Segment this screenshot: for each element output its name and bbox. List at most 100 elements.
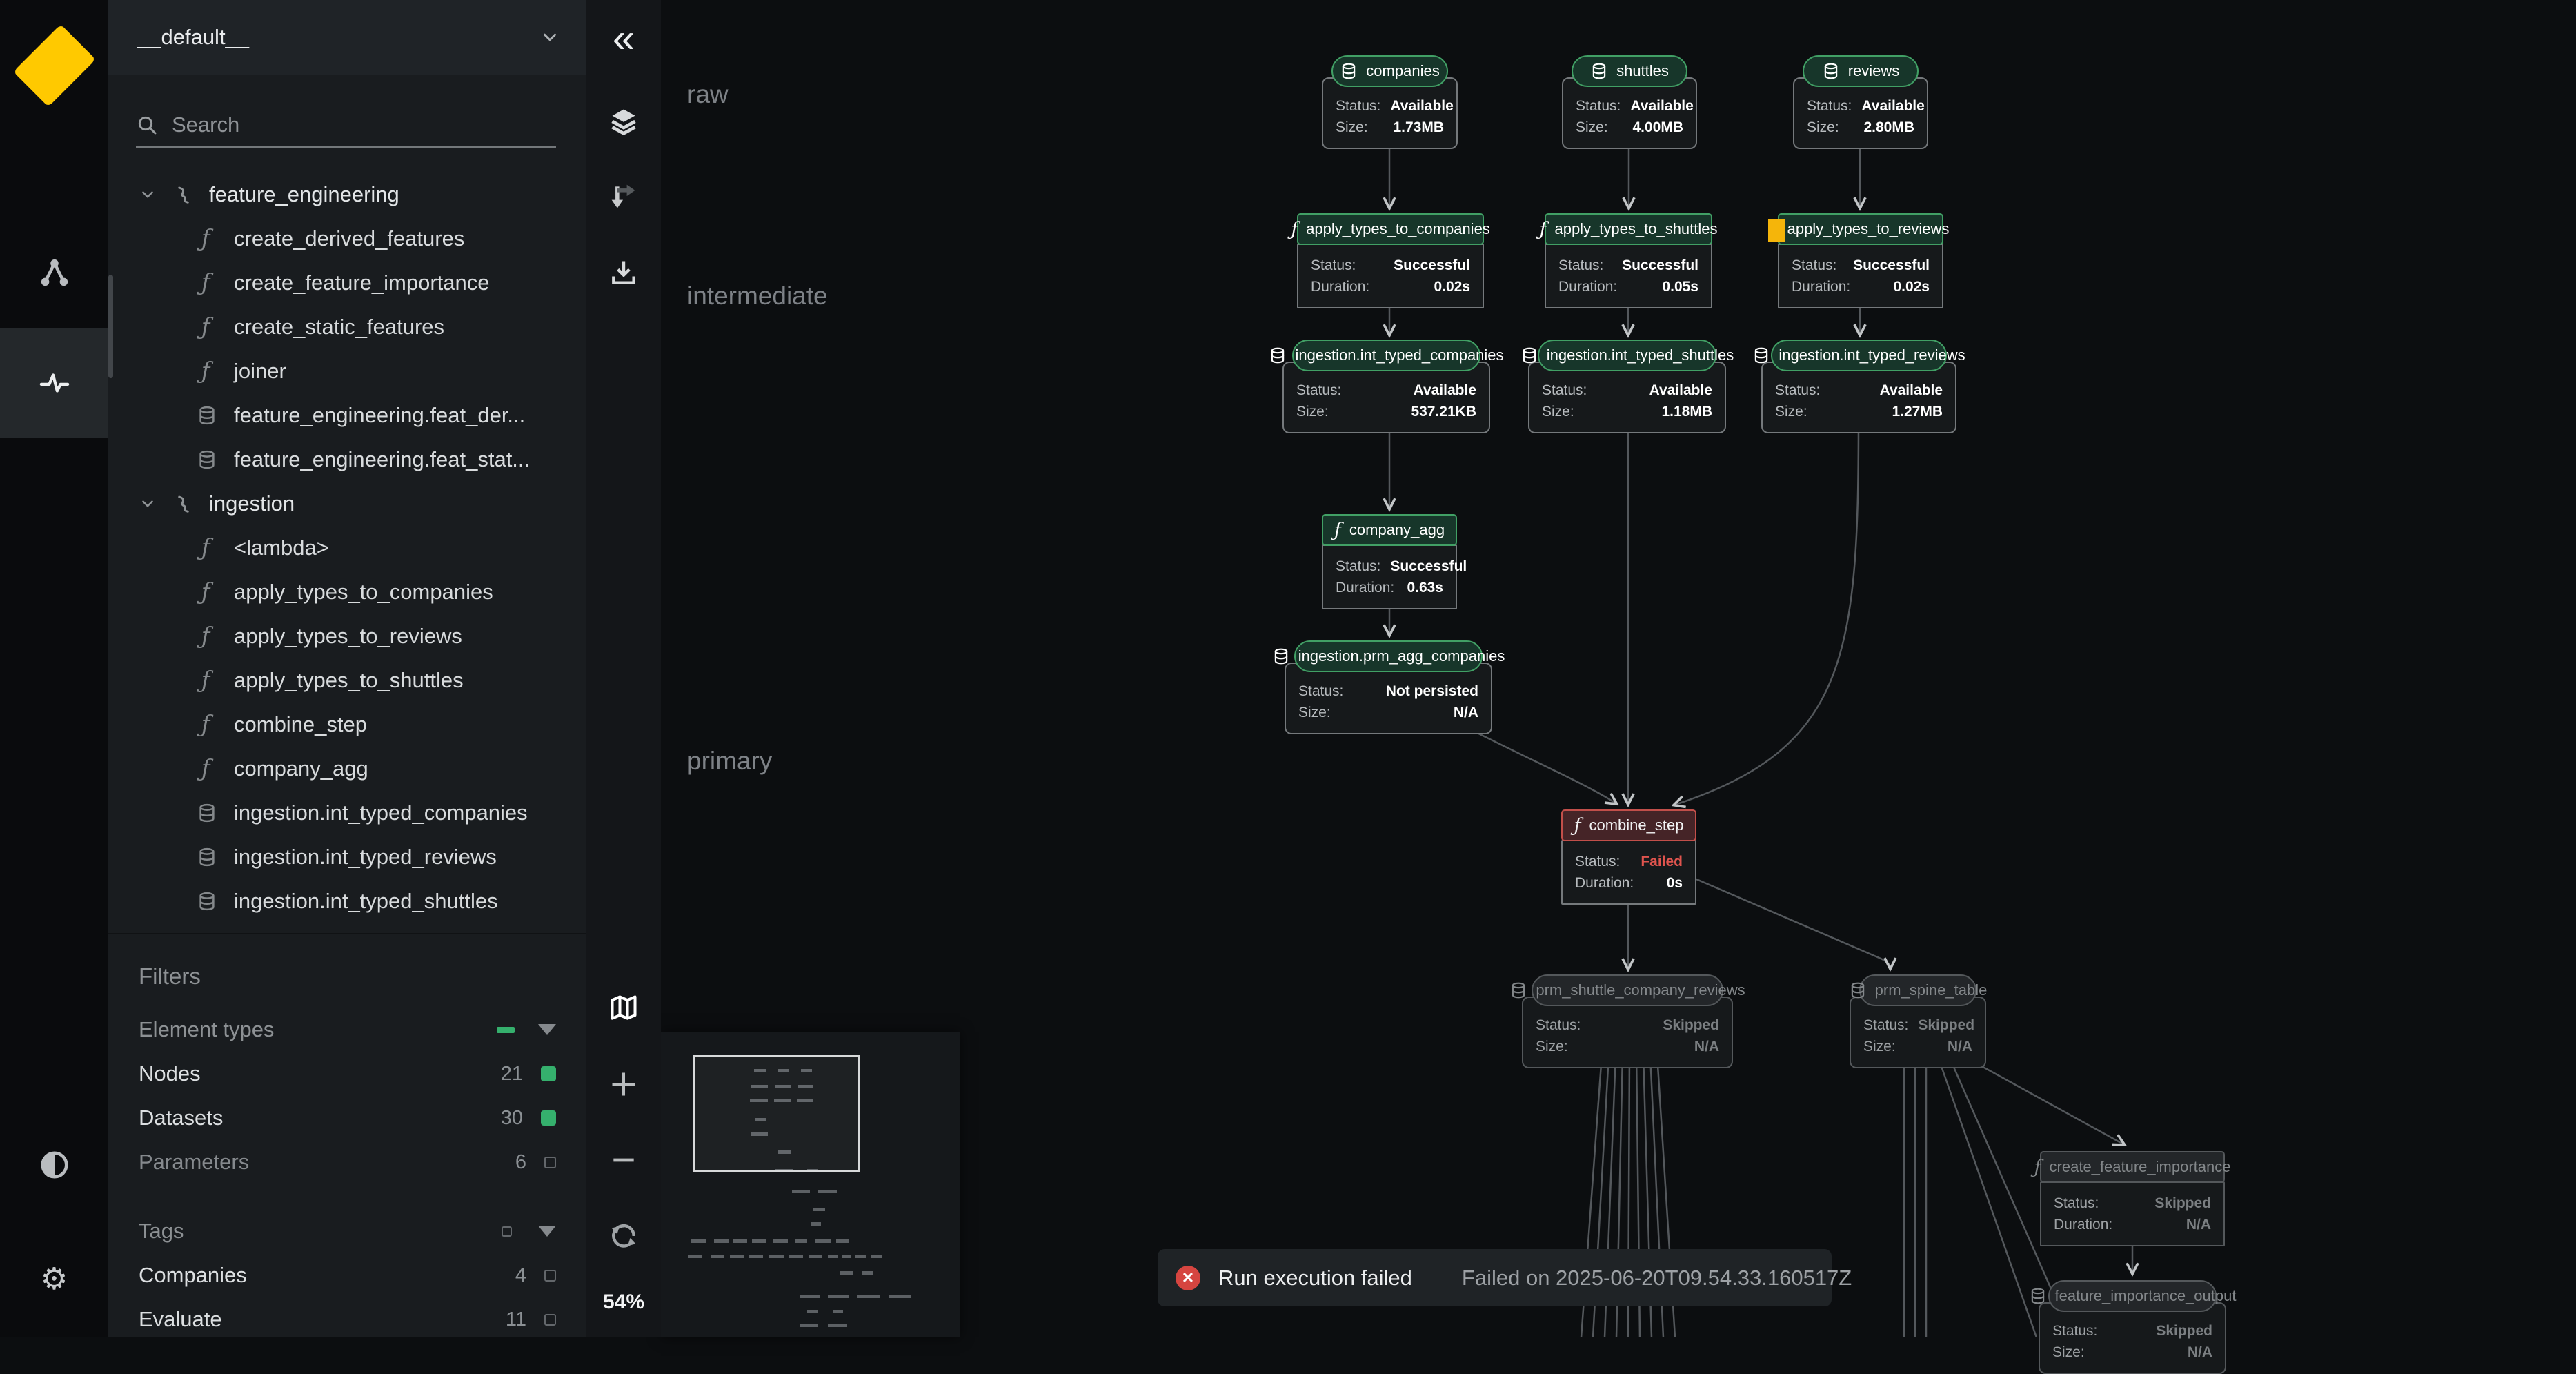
dataset-node-header: ingestion.int_typed_shuttles [1538, 340, 1734, 371]
reset-zoom-button[interactable] [586, 1198, 661, 1274]
unchecked-checkbox-icon[interactable] [544, 1156, 556, 1168]
checked-checkbox-icon[interactable] [541, 1110, 556, 1126]
chevron-down-icon [139, 186, 157, 204]
tree-item[interactable]: feature_engineering.feat_stat... [108, 438, 586, 482]
search-input[interactable]: Search [136, 104, 556, 148]
sidebar: __default__ Search feature_engineering ƒ… [108, 0, 586, 1337]
node-body: Status:Skipped Duration:N/A [2040, 1181, 2225, 1246]
node-body: Status:Successful Duration:0.02s [1778, 244, 1943, 308]
filter-row-nodes[interactable]: Nodes 21 [108, 1052, 586, 1096]
zoom-out-button[interactable] [586, 1122, 661, 1198]
error-toast[interactable]: ✕ Run execution failed Failed on 2025-06… [1158, 1249, 1852, 1306]
export-download-button[interactable] [586, 235, 661, 311]
node-prm-spine-table-skipped[interactable]: prm_spine_table Status:Skipped Size:N/A [1850, 974, 1987, 1068]
filter-row-datasets[interactable]: Datasets 30 [108, 1096, 586, 1140]
minimap-viewport[interactable] [693, 1055, 860, 1172]
tree-item[interactable]: ingestion.int_typed_shuttles [108, 879, 586, 923]
node-reviews[interactable]: reviews Status:Available Size:2.80MB [1793, 55, 1928, 149]
pipeline-selector[interactable]: __default__ [108, 0, 586, 75]
collapse-triangle-icon[interactable] [538, 1226, 556, 1237]
flowchart-nav-button[interactable] [0, 217, 108, 328]
unchecked-checkbox-icon[interactable] [502, 1226, 512, 1237]
filter-count: 6 [515, 1150, 526, 1173]
layers-icon [608, 106, 639, 136]
checked-checkbox-icon[interactable] [541, 1066, 556, 1081]
tree-item[interactable]: ƒ<lambda> [108, 526, 586, 570]
filters-title: Filters [139, 963, 201, 989]
filter-count: 4 [515, 1264, 526, 1286]
tree-item[interactable]: ingestion.int_typed_reviews [108, 835, 586, 879]
minimap[interactable] [661, 1032, 960, 1337]
tree-item[interactable]: feature_engineering.feat_der... [108, 393, 586, 438]
database-icon [197, 891, 217, 912]
node-int-typed-reviews[interactable]: ingestion.int_typed_reviews Status:Avail… [1761, 340, 1965, 433]
node-body: Status:Failed Duration:0s [1561, 840, 1696, 905]
node-companies[interactable]: companies Status:Available Size:1.73MB [1322, 55, 1458, 149]
pipeline-icon [173, 184, 194, 205]
collapse-triangle-icon[interactable] [538, 1024, 556, 1035]
workflow-nav-button[interactable] [0, 328, 108, 438]
pipeline-selector-label: __default__ [137, 25, 250, 49]
node-feature-importance-output-skipped[interactable]: feature_importance_output Status:Skipped… [2039, 1280, 2236, 1374]
kedro-logo[interactable] [0, 0, 108, 131]
node-int-typed-shuttles[interactable]: ingestion.int_typed_shuttles Status:Avai… [1528, 340, 1734, 433]
show-layers-button[interactable] [586, 83, 661, 159]
node-body: Status:Skipped Size:N/A [1522, 997, 1733, 1068]
database-icon [197, 405, 217, 426]
filter-count: 21 [500, 1062, 523, 1085]
node-prm-agg-companies[interactable]: ingestion.prm_agg_companies Status:Not p… [1285, 640, 1505, 734]
node-prm-shuttle-company-reviews-skipped[interactable]: prm_shuttle_company_reviews Status:Skipp… [1522, 974, 1745, 1068]
tree-group-ingestion[interactable]: ingestion [108, 482, 586, 526]
database-icon [1509, 981, 1527, 999]
node-body: Status:Successful Duration:0.63s [1322, 544, 1467, 609]
function-icon: ƒ [201, 622, 210, 650]
collapse-sidebar-button[interactable]: « [586, 0, 661, 83]
node-body: Status:Successful Duration:0.02s [1297, 244, 1484, 308]
tree-item-label: feature_engineering.feat_der... [234, 403, 526, 427]
filter-row-parameters[interactable]: Parameters 6 [108, 1140, 586, 1184]
settings-button[interactable]: ⚙ [0, 1220, 108, 1337]
database-icon [197, 847, 217, 867]
filter-row-companies[interactable]: Companies 4 [108, 1253, 586, 1297]
theme-contrast-button[interactable] [0, 1110, 108, 1220]
toggle-minimap-button[interactable] [586, 970, 661, 1046]
tree-group-feature-engineering[interactable]: feature_engineering [108, 173, 586, 217]
expand-pipelines-button[interactable] [586, 159, 661, 235]
node-int-typed-companies[interactable]: ingestion.int_typed_companies Status:Ava… [1282, 340, 1504, 433]
database-icon [197, 803, 217, 823]
node-body: Status:Skipped Size:N/A [2039, 1302, 2226, 1374]
tree-item[interactable]: ingestion.int_typed_companies [108, 791, 586, 835]
filter-row-evaluate[interactable]: Evaluate 11 [108, 1297, 586, 1342]
unchecked-checkbox-icon[interactable] [544, 1269, 556, 1282]
unchecked-checkbox-icon[interactable] [544, 1313, 556, 1326]
dataset-node-header: ingestion.prm_agg_companies [1294, 640, 1505, 672]
filter-section-element-types[interactable]: Element types [108, 1008, 586, 1052]
gear-icon: ⚙ [40, 1262, 68, 1296]
function-icon: ƒ [201, 313, 210, 341]
sidebar-scrollbar[interactable] [108, 275, 113, 378]
left-iconbar: ⚙ [0, 0, 108, 1337]
node-shuttles[interactable]: shuttles Status:Available Size:4.00MB [1562, 55, 1697, 149]
zoom-in-button[interactable] [586, 1046, 661, 1122]
filter-section-tags[interactable]: Tags [108, 1209, 586, 1253]
function-icon: ƒ [201, 269, 210, 297]
indeterminate-checkbox-icon[interactable] [497, 1026, 515, 1033]
function-icon: ƒ [1574, 814, 1581, 836]
